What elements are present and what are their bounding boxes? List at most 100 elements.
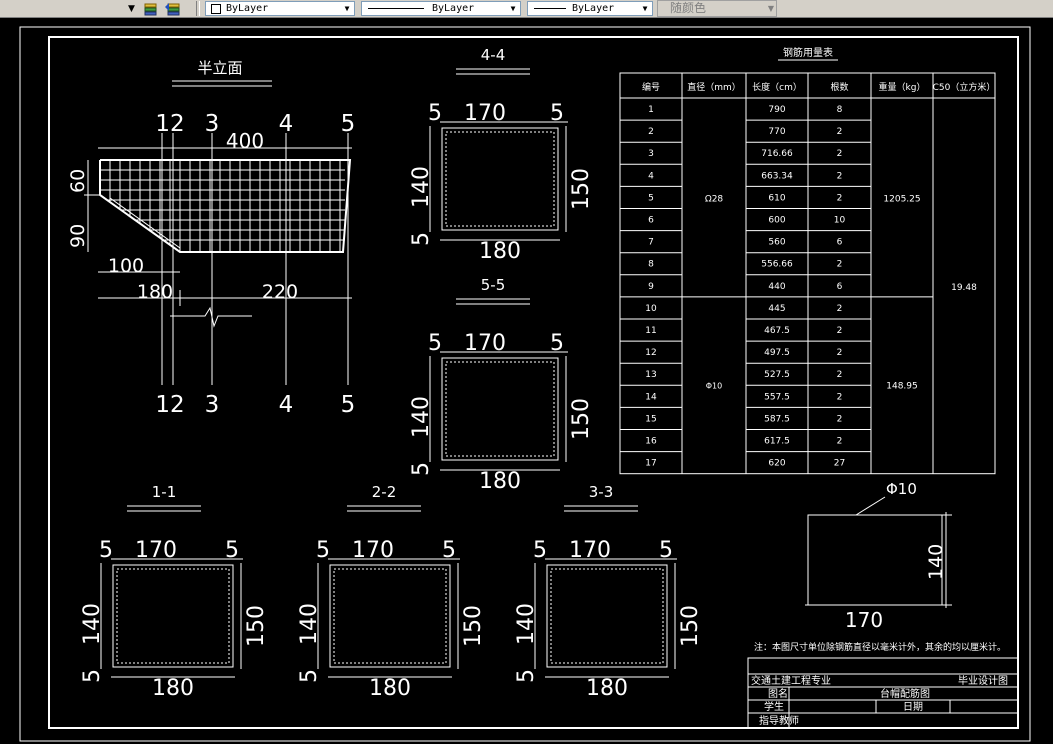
dim-400: 400 [226,129,264,153]
title-block-date-label: 日期 [903,701,923,713]
table-cell-length: 770 [768,127,785,137]
axis-label-top: 5 [341,111,356,137]
table-cell-weight: 1205.25 [883,194,920,204]
table-cell-count: 2 [837,171,843,181]
table-cell-length: 497.5 [764,348,790,358]
title-block-student-label: 学生 [764,700,784,713]
dim-140: 140 [80,603,105,645]
section-title: 3-3 [589,483,614,501]
table-cell-no: 16 [645,437,657,447]
dim-180: 180 [137,281,173,303]
chevron-down-icon[interactable]: ▼ [510,4,516,13]
section-title: 4-4 [481,46,506,64]
color-control-value: ByLayer [226,3,269,14]
dim-5: 5 [659,538,673,563]
table-cell-concrete: 19.48 [951,283,977,293]
table-cell-no: 8 [648,260,654,270]
stirrup-outline [333,568,447,664]
table-cell-count: 6 [837,282,843,292]
dim-180: 180 [152,676,194,701]
dim-150: 150 [678,605,703,647]
table-cell-length: 556.66 [761,260,793,270]
title-block: 交通土建工程专业 毕业设计图 图名 台帽配筋图 学生 日期 指导教师 [747,657,1019,729]
dim-5: 5 [409,462,434,476]
dim-5: 5 [550,331,564,356]
stirrup-width: 170 [845,608,883,632]
stirrup-outline [445,131,555,227]
section-outline [441,127,559,231]
plotstyle-control-value: 随颜色 [670,1,707,15]
cap-outline [99,159,352,253]
layer-previous-icon[interactable] [164,1,182,16]
dim-170: 170 [464,101,506,126]
table-header-cell: 根数 [830,81,848,93]
stirrup-detail: Φ10 140 170 [805,480,952,632]
dim-5: 5 [514,669,539,683]
table-cell-no: 2 [648,127,654,137]
section-outline [329,564,451,668]
inner-frame [48,36,1019,729]
linetype-control[interactable]: ByLayer ▼ [361,1,521,16]
title-block-advisor-label: 指导教师 [759,714,799,727]
table-cell-count: 2 [837,304,843,314]
table-cell-length: 560 [768,238,785,248]
lineweight-sample [534,8,566,9]
table-cell-length: 600 [768,216,785,226]
stirrup-outline [445,361,555,457]
dim-140: 140 [514,603,539,645]
chevron-down-icon[interactable]: ▼ [642,4,648,13]
table-cell-no: 1 [648,105,654,115]
table-cell-diameter: Ω28 [705,194,724,204]
stirrup-diameter-label: Φ10 [886,480,917,498]
title-block-frame [747,657,1019,729]
table-cell-count: 2 [837,193,843,203]
color-control[interactable]: ByLayer ▼ [205,1,355,16]
table-header-cell: 编号 [642,81,660,93]
table-cell-length: 467.5 [764,326,790,336]
table-cell-count: 10 [834,216,846,226]
dim-140: 140 [409,396,434,438]
table-cell-no: 4 [648,171,654,181]
lineweight-control-value: ByLayer [572,3,615,14]
dim-5: 5 [316,538,330,563]
dim-150: 150 [461,605,486,647]
table-cell-no: 15 [645,414,656,424]
section-outline [112,564,234,668]
properties-toolbar: ▼ ByLayer ▼ ByLayer ▼ ByLayer ▼ 随颜色 ▼ [0,0,1053,18]
dim-220: 220 [262,281,298,303]
table-header-cell: 重量（kg） [879,81,926,93]
table-cell-length: 716.66 [761,149,793,159]
table-cell-length: 663.34 [761,171,793,181]
half-elevation-title: 半立面 [197,59,242,77]
title-block-name-label: 图名 [768,687,788,700]
dim-90: 90 [67,224,89,248]
chevron-down-icon[interactable]: ▼ [767,4,774,13]
table-cell-no: 13 [645,370,656,380]
dim-180: 180 [369,676,411,701]
dropdown-arrow-icon[interactable]: ▼ [128,4,135,14]
section-outline [441,357,559,461]
lineweight-control[interactable]: ByLayer ▼ [527,1,653,16]
layer-states-icon[interactable] [143,1,159,16]
table-cell-count: 2 [837,414,843,424]
linetype-control-value: ByLayer [432,3,475,14]
toolbar-separator [196,1,200,16]
dim-5: 5 [428,101,442,126]
table-cell-no: 14 [645,392,657,402]
outer-frame [19,26,1031,742]
axis-label-bottom: 12 [155,392,184,418]
chevron-down-icon[interactable]: ▼ [344,4,350,13]
drawing-canvas[interactable]: 半立面 400 90 60 100 180 220 12 3 4 5 12 3 … [0,18,1053,744]
plotstyle-control[interactable]: 随颜色 ▼ [657,0,777,17]
table-cell-count: 2 [837,127,843,137]
table-cell-count: 2 [837,370,843,380]
table-cell-count: 2 [837,437,843,447]
dim-170: 170 [135,538,177,563]
table-cell-length: 527.5 [764,370,790,380]
